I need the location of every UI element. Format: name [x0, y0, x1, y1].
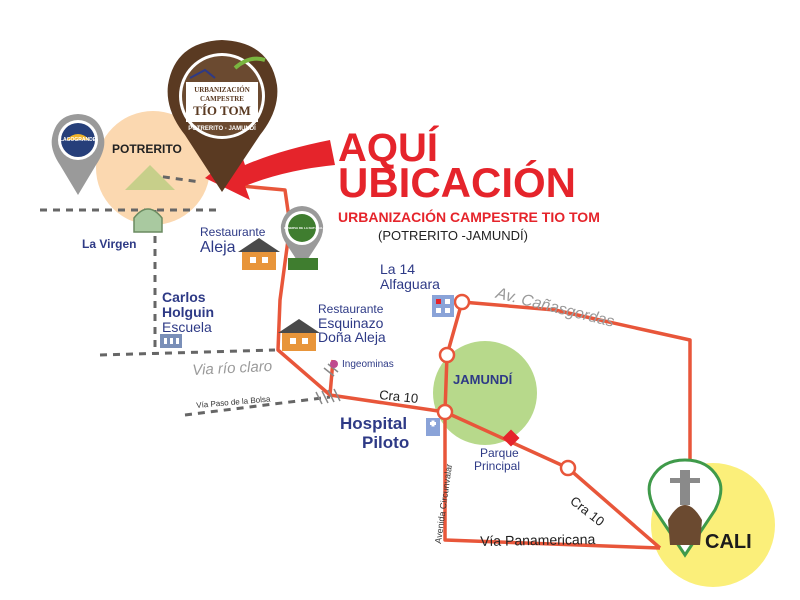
restaurante-aleja-icon: [238, 238, 280, 270]
headline-subtitle: URBANIZACIÓN CAMPESTRE TIO TOM: [338, 209, 600, 225]
reserva-pin-icon: [280, 206, 324, 270]
cali-monument-icon: [647, 458, 723, 558]
tio-tom-pin-icon: [167, 40, 278, 192]
restaurante-dona-icon: [278, 319, 320, 351]
lagogrande-pin-icon: [51, 114, 105, 195]
headline-location: (POTRERITO -JAMUNDÍ): [378, 228, 528, 243]
la14-building-icon: [432, 295, 454, 317]
pin-line4: POTRERITO - JAMUNDÍ: [188, 126, 256, 132]
parque-marker: [502, 429, 520, 447]
ingeominas-dot: [330, 360, 338, 368]
route-nodes: [436, 293, 577, 477]
label-dona-1: Restaurante: [318, 302, 384, 316]
label-carlos-1: Carlos: [162, 289, 206, 305]
escuela-icon: [160, 334, 182, 348]
la-virgen-icon: [133, 208, 163, 233]
pin-line2: CAMPESTRE: [200, 95, 244, 103]
label-carlos-3: Escuela: [162, 319, 212, 335]
hospital-icon: [426, 418, 440, 436]
label-parque-2: Principal: [474, 459, 521, 473]
label-hospital-2: Piloto: [362, 433, 410, 452]
reserva-pin-text: RESERVA DE LA NATURALEZA: [284, 226, 329, 230]
label-jamundi: JAMUNDÍ: [453, 372, 513, 387]
road-cra10-a: Cra 10: [378, 387, 419, 407]
road-panamericana: Vía Panamericana: [479, 530, 596, 549]
label-parque-1: Parque: [480, 446, 519, 460]
label-cali: CALI: [705, 531, 752, 553]
railway-marks: [315, 363, 341, 405]
headline-ubicacion: UBICACIÓN: [338, 159, 576, 206]
potrerito-triangle: [125, 165, 175, 190]
label-aleja-2: Aleja: [200, 239, 236, 256]
label-la14-1: La 14: [380, 261, 416, 277]
secondary-roads: [40, 173, 331, 417]
pin-line3: TÍO TOM: [193, 103, 251, 118]
lagogrande-pin-text: LAGOGRANDE: [59, 137, 97, 143]
label-ingeominas: Ingeominas: [342, 359, 394, 370]
label-potrerito: POTRERITO: [112, 142, 182, 156]
road-via-rio-claro: Via río claro: [191, 357, 273, 379]
pin-line1: URBANIZACIÓN: [194, 86, 250, 94]
headline-aqui: AQUÍ: [338, 126, 438, 170]
label-hospital-1: Hospital: [340, 414, 408, 433]
label-la-virgen: La Virgen: [82, 237, 137, 251]
label-aleja-1: Restaurante: [200, 225, 266, 239]
label-dona-3: Doña Aleja: [318, 329, 386, 345]
label-dona-2: Esquinazo: [318, 315, 384, 331]
label-la14-2: Alfaguara: [380, 276, 440, 292]
label-carlos-2: Holguin: [162, 304, 215, 320]
